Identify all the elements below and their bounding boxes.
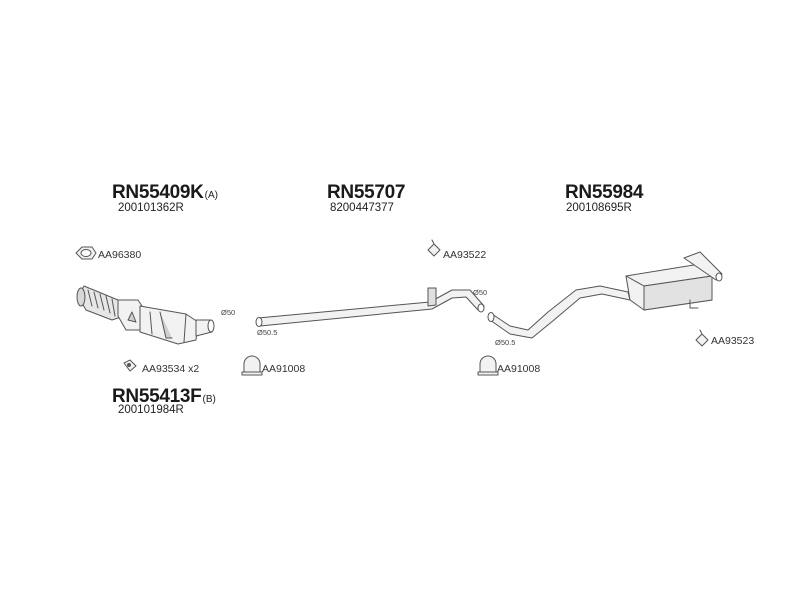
dia-cat-outlet: Ø50 — [221, 308, 236, 317]
oem-number-middle-pipe: 8200447377 — [330, 202, 394, 214]
ref-gasket[interactable]: AA96380 — [98, 249, 142, 261]
group-middle-pipe: RN55707 — [327, 182, 406, 204]
ref-bracket-right[interactable]: AA93523 — [711, 335, 755, 347]
ref-clamp-left[interactable]: AA91008 — [262, 363, 306, 375]
part-code-front-catalyst[interactable]: RN55409K — [112, 182, 204, 203]
oem-number-rear-silencer: 200108695R — [566, 202, 632, 214]
part-code-middle-pipe[interactable]: RN55707 — [327, 182, 406, 203]
gasket-icon[interactable] — [75, 246, 97, 260]
part-suffix-front-catalyst: (A) — [204, 190, 218, 201]
group-rear-silencer: RN55984 — [565, 182, 644, 204]
oem-number-dpf: 200101984R — [118, 404, 184, 416]
clamp-right-icon[interactable] — [477, 355, 499, 376]
clamp-left-icon[interactable] — [241, 355, 263, 376]
part-code-rear-silencer[interactable]: RN55984 — [565, 182, 644, 203]
rear-silencer[interactable] — [487, 251, 723, 339]
ref-clamp-right[interactable]: AA91008 — [497, 363, 541, 375]
oem-number-front-catalyst: 200101362R — [118, 202, 184, 214]
group-dpf: RN55413F(B) — [112, 386, 216, 408]
ref-bracket-left[interactable]: AA93534 x2 — [142, 363, 200, 375]
bracket-mid-icon[interactable] — [427, 239, 441, 257]
dia-mid-outlet: Ø50 — [473, 288, 488, 297]
part-code-dpf[interactable]: RN55413F — [112, 386, 202, 407]
part-suffix-dpf: (B) — [202, 394, 216, 405]
ref-bracket-mid[interactable]: AA93522 — [443, 249, 487, 261]
dia-rear-inlet: Ø50.5 — [495, 338, 516, 347]
group-front-catalyst: RN55409K(A) — [112, 182, 218, 204]
bracket-right-icon[interactable] — [695, 329, 709, 347]
bracket-left-icon[interactable] — [123, 359, 137, 372]
catalyst-dpf-assembly[interactable] — [76, 285, 215, 345]
middle-pipe[interactable] — [255, 287, 485, 327]
dia-mid-inlet: Ø50.5 — [257, 328, 278, 337]
